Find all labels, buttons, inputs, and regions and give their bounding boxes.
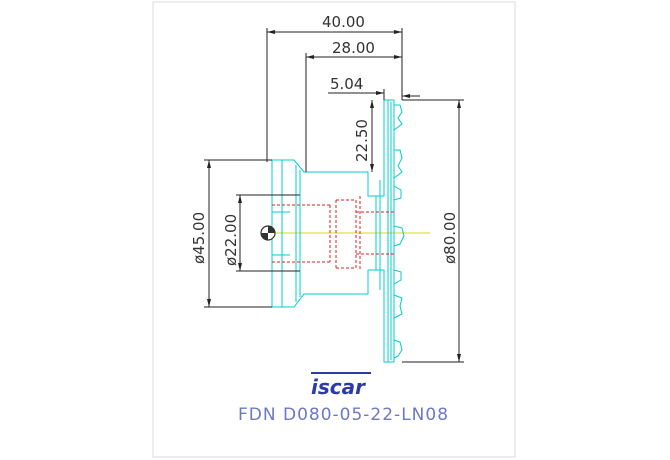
coolant-hole-icon	[260, 225, 276, 241]
dimension-lines	[204, 28, 464, 363]
part-number: FDN D080-05-22-LN08	[238, 405, 449, 425]
bore-hidden-lines	[272, 196, 394, 270]
dim-cutter-diameter: ø80.00	[441, 212, 459, 264]
cutter-body-outline	[271, 99, 405, 363]
dim-insert-offset: 5.04	[330, 75, 363, 93]
dim-bore-diameter: ø22.00	[222, 214, 240, 266]
keyway-slot	[272, 211, 290, 256]
iscar-logo: iscar	[311, 372, 371, 399]
dim-hub-diameter: ø45.00	[190, 212, 208, 264]
dim-overall-length: 40.00	[322, 13, 365, 31]
dim-flange-height: 22.50	[353, 119, 371, 162]
dim-body-length: 28.00	[332, 39, 375, 57]
brand-name: iscar	[311, 375, 366, 399]
sheet-border	[152, 1, 516, 458]
dimension-arrows	[207, 30, 461, 362]
